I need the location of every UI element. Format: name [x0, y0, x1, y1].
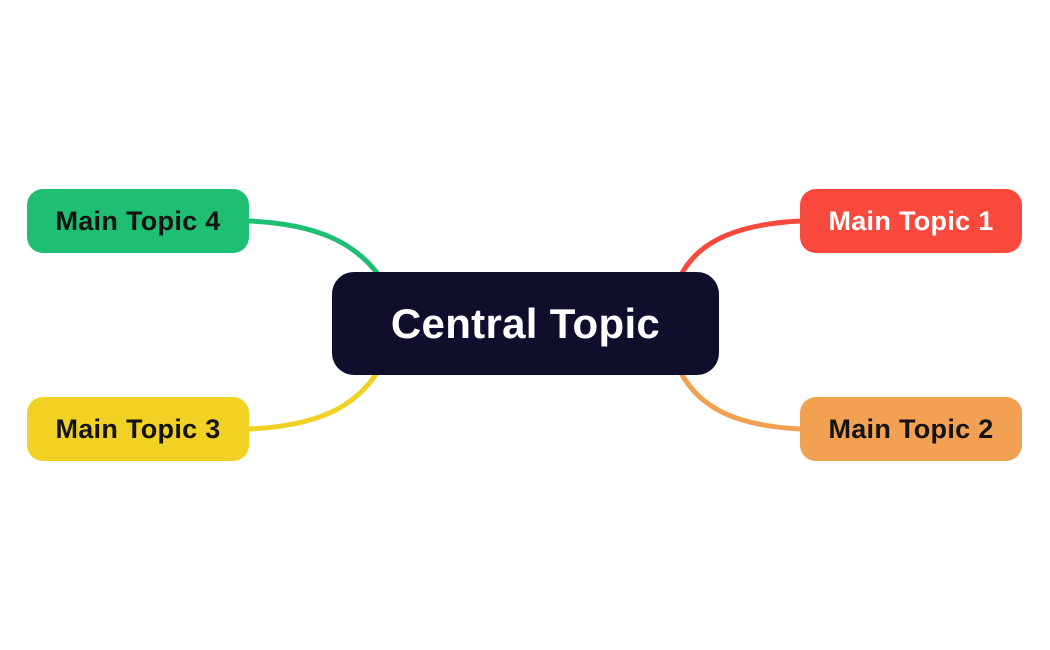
main-topic-2-node[interactable]: Main Topic 2: [800, 397, 1022, 461]
connector-main-topic-4: [247, 218, 383, 280]
main-topic-3-label: Main Topic 3: [55, 413, 221, 444]
main-topic-4-node[interactable]: Main Topic 4: [27, 189, 249, 253]
central-topic-node[interactable]: Central Topic: [332, 272, 719, 375]
main-topic-4-label: Main Topic 4: [55, 205, 221, 236]
connector-main-topic-3: [247, 368, 381, 432]
main-topic-1-label: Main Topic 1: [828, 205, 994, 236]
main-topic-3-node[interactable]: Main Topic 3: [27, 397, 249, 461]
connector-main-topic-2: [677, 368, 803, 432]
connector-main-topic-1: [677, 218, 803, 280]
central-topic-label: Central Topic: [390, 299, 661, 347]
main-topic-2-label: Main Topic 2: [828, 413, 994, 444]
main-topic-1-node[interactable]: Main Topic 1: [800, 189, 1022, 253]
